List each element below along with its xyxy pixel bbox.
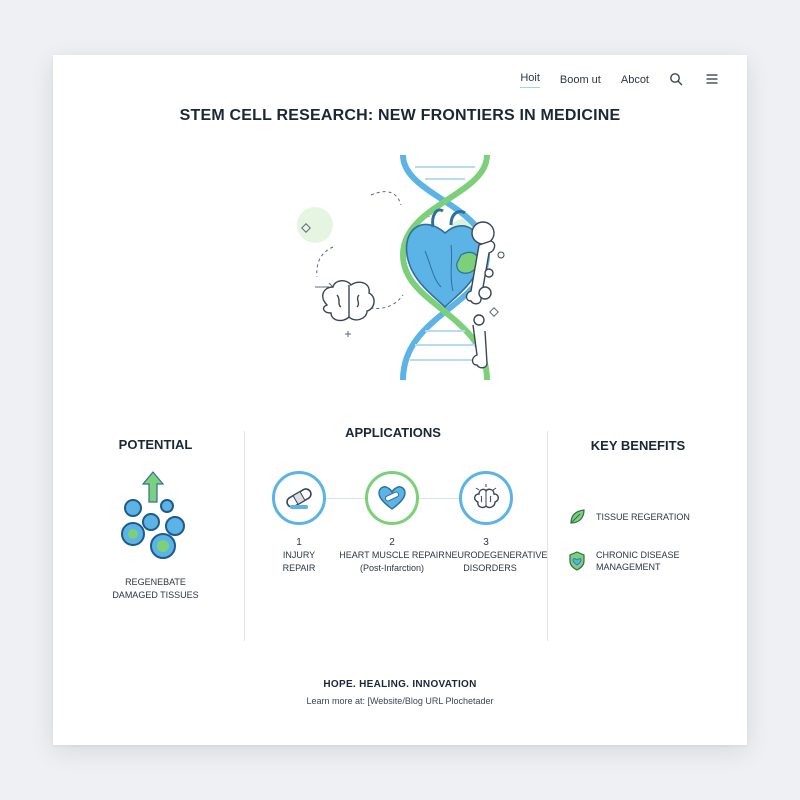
heart-bandage-icon [378, 486, 406, 510]
application-3-label: NEURODEGENERATIVE DISORDERS [445, 549, 548, 575]
application-3-line-1: NEURODEGENERATIVE [445, 550, 548, 560]
column-divider [547, 431, 548, 641]
application-1-icon-circle[interactable] [272, 471, 326, 525]
top-nav: Hoit Boom ut Abcot [520, 69, 721, 91]
brain-icon [322, 280, 375, 322]
application-1-number: 1 [296, 537, 302, 548]
search-icon[interactable] [669, 72, 685, 88]
benefit-item: CHRONIC DISEASE MANAGEMENT [568, 549, 680, 573]
application-2-label: HEART MUSCLE REPAIR (Post-Infarction) [337, 549, 447, 575]
leaf-icon [570, 509, 585, 524]
application-3-number: 3 [483, 537, 489, 548]
application-2-icon-circle[interactable] [365, 471, 419, 525]
nav-about-us-link[interactable]: Boom ut [559, 74, 601, 86]
application-2-number: 2 [389, 537, 395, 548]
potential-line-2: DAMAGED TISSUES [112, 590, 199, 600]
application-1-line-1: INJURY [282, 550, 316, 560]
benefit-item: TISSUE REGERATION [568, 508, 690, 526]
potential-title: POTENTIAL [118, 437, 193, 452]
page-title: STEM CELL RESEARCH: NEW FRONTIERS IN MED… [179, 107, 621, 124]
main-card: Hoit Boom ut Abcot STEM CELL RESEARCH: N… [53, 55, 747, 745]
potential-line-1: REGENEBATE [125, 577, 186, 587]
cells-growth-icon [121, 471, 185, 559]
application-3-icon-circle[interactable] [459, 471, 513, 525]
potential-description: REGENEBATE DAMAGED TISSUES [93, 576, 218, 602]
benefit-2-line-1: CHRONIC DISEASE [596, 550, 680, 560]
application-3-line-2: DISORDERS [463, 563, 517, 573]
application-1-label: INJURY REPAIR [264, 549, 334, 575]
application-2-line-1: HEART MUSCLE REPAIR [339, 550, 445, 560]
brain-icon [474, 484, 499, 509]
bandage-icon [286, 488, 312, 509]
application-2-line-2: (Post-Infarction) [359, 563, 425, 573]
benefit-2-text: CHRONIC DISEASE MANAGEMENT [596, 549, 680, 573]
application-1-line-2: REPAIR [282, 563, 316, 573]
bone-joint-icon [465, 221, 496, 369]
hamburger-menu-icon[interactable] [705, 72, 721, 88]
shield-heart-icon [569, 551, 585, 571]
connector-line [325, 498, 365, 499]
connector-line [419, 498, 459, 499]
key-benefits-title: KEY BENEFITS [590, 438, 686, 453]
heart-icon [405, 208, 482, 309]
applications-title: APPLICATIONS [345, 425, 441, 440]
learn-more-link[interactable]: Learn more at: [Website/Blog URL Plochet… [306, 696, 494, 706]
nav-home-link[interactable]: Hoit [520, 72, 540, 88]
column-divider [244, 431, 245, 641]
benefit-1-line-1: TISSUE REGERATION [596, 512, 690, 522]
benefit-1-text: TISSUE REGERATION [596, 511, 690, 523]
benefit-2-line-2: MANAGEMENT [596, 562, 661, 572]
footer-tagline: HOPE. HEALING. INNOVATION [323, 679, 477, 690]
hero-illustration [297, 155, 505, 380]
nav-about-link[interactable]: Abcot [620, 74, 649, 86]
